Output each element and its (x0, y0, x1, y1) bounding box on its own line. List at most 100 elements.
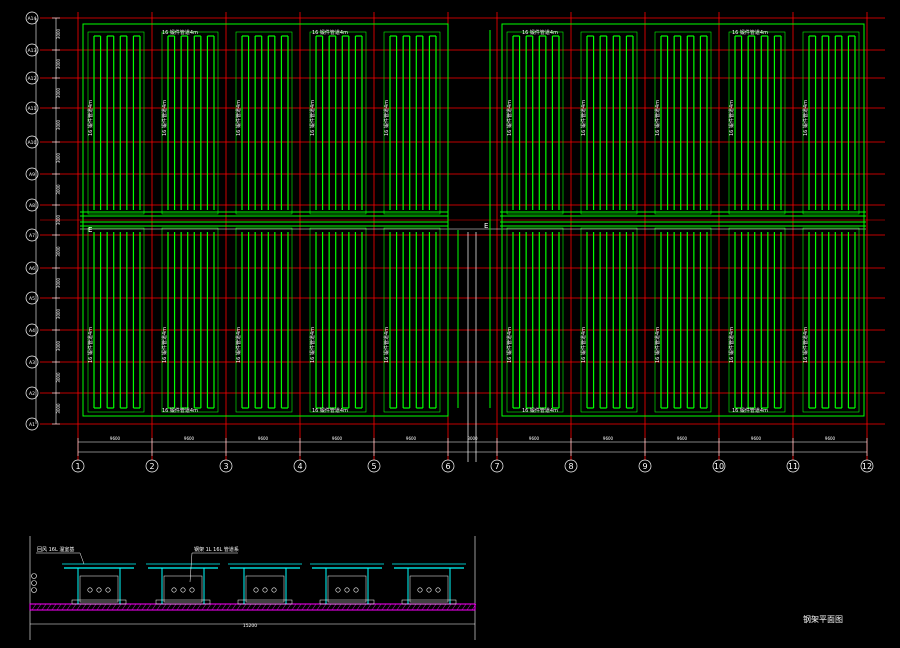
row-axis-label: A2 (29, 391, 35, 397)
bay-outline (654, 31, 712, 215)
ground-hatch (266, 603, 272, 611)
row-axis-bubble (25, 43, 39, 57)
section-pipe-circle (426, 587, 432, 593)
column-axis-bubble (441, 459, 455, 473)
bay-pipe-label: 16 锻件管道4m (235, 100, 242, 136)
column-dim-label: 9600 (603, 436, 614, 441)
bay-outline (161, 31, 219, 215)
section-pipe-circle (87, 587, 93, 593)
ground-hatch (231, 603, 237, 611)
column-axis-label: 8 (568, 462, 573, 471)
frame-base (401, 599, 457, 605)
column-axis-label: 1 (75, 462, 80, 471)
section-pipe-circle (253, 587, 259, 593)
bay-outline (383, 227, 441, 413)
cross-section: 15200回风 16L 温室基钢架 1L 16L 管道系 (29, 536, 477, 640)
ground-hatch (71, 603, 77, 611)
ground-hatch (371, 603, 377, 611)
ground-hatch (186, 603, 192, 611)
section-pipe-circle (353, 587, 359, 593)
header-pipe-label: 16 锻件管道4m (522, 407, 558, 414)
ground-hatch (361, 603, 367, 611)
row-dim-label: 3000 (56, 403, 61, 414)
bay-pipe-label: 16 锻件管道4m (87, 327, 94, 363)
ground-hatch (251, 603, 257, 611)
row-dim-label: 3000 (56, 246, 61, 257)
row-dim-label: 3000 (56, 214, 61, 225)
section-pipe-circle (335, 587, 341, 593)
column-axis-label: 4 (297, 462, 302, 471)
ground-hatch (171, 603, 177, 611)
bay-pipe-label: 16 锻件管道4m (728, 100, 735, 136)
ground-hatch (281, 603, 287, 611)
column-axis-label: 11 (788, 462, 798, 471)
section-pipe-circle (105, 587, 111, 593)
ground-hatch (431, 603, 437, 611)
ground-hatch (261, 603, 267, 611)
section-pipe-circle (31, 580, 37, 586)
bay-pipe-label: 16 锻件管道4m (309, 100, 316, 136)
ground-hatch (466, 603, 472, 611)
column-dim-label: 9600 (825, 436, 836, 441)
ground-hatch (41, 603, 47, 611)
ground-hatch (166, 603, 172, 611)
plan-frame-right (501, 23, 865, 417)
column-axis-label: 10 (714, 462, 724, 471)
row-axis-bubble (25, 228, 39, 242)
section-pipe-circle (417, 587, 423, 593)
plan-frame-left (82, 23, 449, 417)
column-axis-bubble (293, 459, 307, 473)
row-dim-label: 3000 (56, 184, 61, 195)
pipe-bays: 16 锻件管道4m 16 锻件管道4m 16 锻件管道4m 16 锻件管道4m 16 锻… (80, 29, 866, 462)
ground-hatch (161, 603, 167, 611)
bay-outline (728, 31, 786, 215)
ground-hatch (156, 603, 162, 611)
ground-hatch (236, 603, 242, 611)
ground-hatch (106, 603, 112, 611)
ground-hatch (31, 603, 37, 611)
header-pipe-label: 16 锻件管道4m (162, 29, 198, 36)
column-axis-label: 9 (642, 462, 647, 471)
column-axis-bubble (367, 459, 381, 473)
bay-outline (654, 227, 712, 413)
column-axis-bubble (71, 459, 85, 473)
bay-outline (506, 31, 564, 215)
ground-hatch (206, 603, 212, 611)
ground-hatch (331, 603, 337, 611)
bay-pipe-label: 16 锻件管道4m (161, 100, 168, 136)
row-axis-bubble (25, 386, 39, 400)
ground-hatch (451, 603, 457, 611)
ground-hatch (396, 603, 402, 611)
bay-pipe-label: 16 锻件管道4m (802, 100, 809, 136)
ground-hatch (316, 603, 322, 611)
column-axis-label: 7 (494, 462, 499, 471)
ground-hatch (391, 603, 397, 611)
ground-hatch (276, 603, 282, 611)
bay-pipe-label: 16 锻件管道4m (383, 327, 390, 363)
bay-outline (383, 31, 441, 215)
ground-hatch (146, 603, 152, 611)
ground-hatch (46, 603, 52, 611)
section-pipe-circle (96, 587, 102, 593)
bay-outline (728, 227, 786, 413)
frame-base (155, 599, 211, 605)
frame-bed (245, 575, 285, 603)
ground-hatch (56, 603, 62, 611)
ground-hatch (211, 603, 217, 611)
bay-outline (802, 31, 860, 215)
row-axis-label: A14 (28, 16, 37, 22)
frame-bed (79, 575, 119, 603)
section-pipe-circle (344, 587, 350, 593)
column-axis-bubble (860, 459, 874, 473)
ground-hatch (271, 603, 277, 611)
bay-pipe-label: 16 锻件管道4m (654, 327, 661, 363)
ground-hatch (36, 603, 42, 611)
ground-hatch (356, 603, 362, 611)
bay-outline (309, 227, 367, 413)
leader-line (79, 552, 85, 565)
row-axis-bubble (25, 323, 39, 337)
ground-hatch (176, 603, 182, 611)
row-dim-label: 3000 (56, 277, 61, 288)
